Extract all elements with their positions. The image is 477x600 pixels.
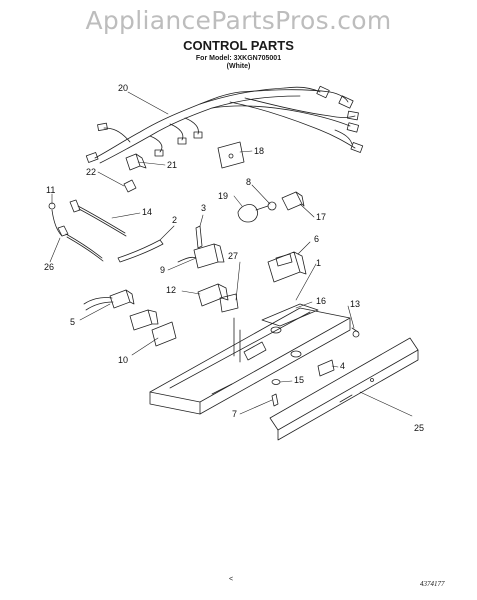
- callout-15: 15: [294, 375, 305, 385]
- leader-lines: [49, 91, 413, 417]
- insulation-pad-part: [151, 321, 177, 347]
- page-title: CONTROL PARTS: [183, 38, 294, 53]
- callout-20: 20: [118, 83, 129, 93]
- callout-2: 2: [172, 215, 178, 225]
- control-housing-part: [149, 303, 351, 415]
- callout-11: 11: [46, 185, 56, 195]
- callout-16: 16: [316, 296, 327, 306]
- wire-clip-part: [317, 359, 335, 377]
- front-panel-part: [269, 337, 419, 441]
- wire-harness-part: [85, 85, 364, 164]
- light-switch-part: [83, 289, 135, 311]
- drain-tube-part: [117, 239, 164, 263]
- callout-13: 13: [350, 299, 361, 309]
- footer-mark: <: [229, 576, 234, 583]
- mounting-plate-part: [217, 141, 245, 169]
- callout-10: 10: [118, 355, 129, 365]
- model-subtitle: For Model: 3XKGN705001: [195, 55, 282, 62]
- callout-21: 21: [167, 160, 178, 170]
- cold-control-part: [267, 251, 307, 283]
- relay-part: [197, 283, 229, 307]
- callout-25: 25: [414, 423, 425, 433]
- callout-26: 26: [44, 262, 55, 272]
- callout-1: 1: [316, 258, 322, 268]
- callout-14: 14: [142, 207, 153, 217]
- connector-clip-part: [125, 153, 147, 171]
- screw-part: [351, 327, 360, 338]
- callout-22: 22: [86, 167, 97, 177]
- callout-6: 6: [314, 234, 320, 244]
- small-clip-part: [123, 179, 137, 193]
- watermark-text: AppliancePartsPros.com: [85, 6, 392, 35]
- callout-27: 27: [228, 251, 239, 261]
- mounting-bracket-part: [129, 309, 159, 331]
- control-switch-part: [177, 225, 225, 269]
- sensor-probe-part: [48, 199, 127, 237]
- callout-17: 17: [316, 212, 327, 222]
- label-sticker-part: [219, 293, 239, 313]
- callout-3: 3: [201, 203, 207, 213]
- callout-7: 7: [232, 409, 238, 419]
- callout-8: 8: [246, 177, 252, 187]
- color-subtitle: (White): [226, 63, 251, 70]
- callout-12: 12: [166, 285, 177, 295]
- fastener-part: [271, 379, 281, 407]
- callout-9: 9: [160, 265, 166, 275]
- callout-18: 18: [254, 146, 265, 156]
- document-code: 4374177: [420, 580, 445, 588]
- capillary-tube-part: [57, 225, 104, 262]
- thermostat-knob-part: [237, 191, 305, 223]
- callout-4: 4: [340, 361, 346, 371]
- callout-19: 19: [218, 191, 229, 201]
- callout-5: 5: [70, 317, 76, 327]
